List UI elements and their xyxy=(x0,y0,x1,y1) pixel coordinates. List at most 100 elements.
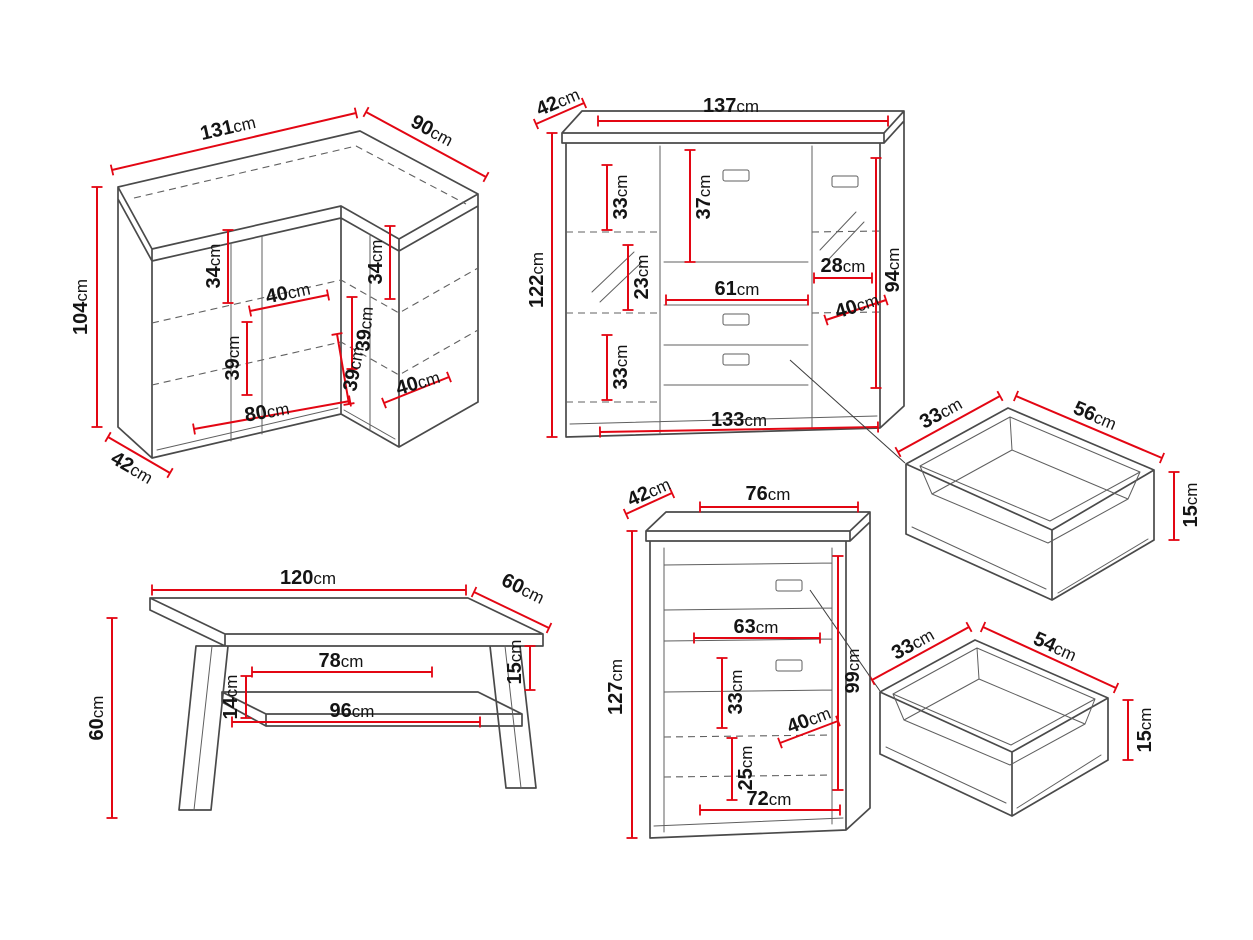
dim-value: 15 xyxy=(504,662,526,684)
dim-value: 33 xyxy=(610,197,632,219)
sideboard-handle-drawer-2 xyxy=(722,353,750,366)
dim-corner-center-width: 40cm xyxy=(264,278,313,309)
dim-line-corner-top-left-width xyxy=(109,107,359,176)
drawer-large-outline xyxy=(905,407,1155,601)
dim-sideboard-width: 137cm xyxy=(703,95,759,117)
dim-sideboard-height: 122cm xyxy=(526,252,548,308)
dim-sideboard-center-top: 37cm xyxy=(693,175,715,220)
dim-value: 80 xyxy=(243,401,269,427)
highboard: 42cm 76cm 127cm 63cm 99cm 33cm 40cm 25cm… xyxy=(605,473,871,839)
dim-table-height: 60cm xyxy=(86,696,108,741)
dim-unit: cm xyxy=(737,280,760,299)
dim-table-depth: 60cm xyxy=(498,569,548,608)
dim-value: 61 xyxy=(715,278,737,300)
dim-line-corner-top-right-width xyxy=(362,106,490,183)
dim-unit: cm xyxy=(884,248,903,271)
dim-value: 78 xyxy=(319,650,341,672)
dim-corner-right-shelf: 34cm xyxy=(365,240,387,285)
dim-sideboard-right-top: 28cm xyxy=(821,255,866,277)
dim-value: 63 xyxy=(734,616,756,638)
dim-unit: cm xyxy=(367,240,386,263)
coffee-table-leg-lines xyxy=(193,645,522,811)
corner-tv-stand-shelf-lines xyxy=(133,145,479,386)
dim-line-drawer-small-width xyxy=(979,621,1120,694)
dim-unit: cm xyxy=(612,175,631,198)
dim-value: 37 xyxy=(693,197,715,219)
dim-highboard-bottom-width: 72cm xyxy=(747,788,792,810)
highboard-handle-drawer-2 xyxy=(775,659,803,672)
highboard-handle-drawer-1 xyxy=(775,579,803,592)
dim-line-drawer-large-depth xyxy=(894,390,1004,458)
dim-unit: cm xyxy=(736,97,759,116)
dim-table-shelf-width: 96cm xyxy=(330,700,375,722)
dim-line-corner-center-width xyxy=(248,289,330,317)
dim-value: 99 xyxy=(842,671,864,693)
dim-line-corner-depth xyxy=(104,431,174,479)
highboard-outline xyxy=(645,511,871,839)
dim-value: 14 xyxy=(220,696,242,719)
sideboard-dimensions: 42cm 137cm 122cm 33cm 37cm 23cm 61cm 28c… xyxy=(526,84,904,438)
dim-value: 122 xyxy=(526,275,548,308)
coffee-table: 120cm 60cm 60cm 15cm 78cm 14cm 96cm xyxy=(86,567,553,819)
leader-sideboard-to-drawer xyxy=(789,359,906,464)
dim-line-drawer-large-width xyxy=(1013,390,1165,464)
dim-unit: cm xyxy=(224,336,243,359)
sideboard-handle-right xyxy=(831,175,859,188)
dim-unit: cm xyxy=(1182,483,1201,506)
dim-highboard-width: 76cm xyxy=(746,483,791,505)
dim-value: 72 xyxy=(747,788,769,810)
dim-highboard-depth: 42cm xyxy=(624,473,674,511)
dim-line-sideboard-inner-depth xyxy=(823,294,889,326)
leader-highboard-to-drawer xyxy=(809,589,881,692)
dim-sideboard-left-mid: 23cm xyxy=(631,255,653,300)
dim-value: 127 xyxy=(605,682,627,715)
dim-unit: cm xyxy=(205,244,224,267)
dim-highboard-gap-b: 25cm xyxy=(735,746,757,791)
dim-unit: cm xyxy=(72,279,91,302)
dim-value: 137 xyxy=(703,95,736,117)
drawer-small-inner-lines xyxy=(885,647,1102,809)
dim-corner-height: 104cm xyxy=(70,279,92,335)
dim-highboard-inner-height: 99cm xyxy=(842,649,864,694)
dim-value: 15 xyxy=(1134,730,1156,752)
dim-unit: cm xyxy=(843,257,866,276)
dim-value: 33 xyxy=(610,367,632,389)
dim-corner-depth: 42cm xyxy=(107,447,157,489)
sideboard-handle-top xyxy=(722,169,750,182)
dim-unit: cm xyxy=(415,367,442,392)
dim-line-sideboard-depth xyxy=(532,97,588,130)
dim-unit: cm xyxy=(1136,708,1155,731)
dim-corner-right-inner-width: 40cm xyxy=(393,366,442,400)
dim-corner-top-left-width: 131cm xyxy=(198,111,258,145)
dim-line-drawer-small-depth xyxy=(868,621,973,686)
dim-line-sideboard-inner-width xyxy=(599,421,879,438)
dim-value: 76 xyxy=(746,483,768,505)
dim-table-width: 120cm xyxy=(280,567,336,589)
dim-highboard-gap-a: 33cm xyxy=(725,670,747,715)
dim-unit: cm xyxy=(341,652,364,671)
dim-unit: cm xyxy=(286,279,312,302)
drawer-small-outline xyxy=(879,639,1109,817)
sideboard-handle-drawer-1 xyxy=(722,313,750,326)
dim-value: 39 xyxy=(222,358,244,380)
dim-drawer-large-height: 15cm xyxy=(1180,483,1202,528)
dim-value: 23 xyxy=(631,277,653,299)
drawer-large: 33cm 56cm 15cm xyxy=(894,390,1202,601)
dim-value: 25 xyxy=(735,768,757,790)
dim-unit: cm xyxy=(854,290,881,315)
dim-unit: cm xyxy=(352,702,375,721)
dim-line-corner-gap-c xyxy=(331,332,355,406)
dim-value: 39 xyxy=(352,328,376,352)
dim-unit: cm xyxy=(265,399,291,422)
dim-corner-top-right-width: 90cm xyxy=(407,111,457,152)
dim-line-highboard-depth xyxy=(622,487,676,520)
dim-unit: cm xyxy=(88,696,107,719)
dim-unit: cm xyxy=(737,746,756,769)
dim-table-inner-span: 78cm xyxy=(319,650,364,672)
dim-value: 40 xyxy=(264,282,290,308)
dim-corner-left-shelf: 34cm xyxy=(203,244,225,289)
dim-sideboard-left-top: 33cm xyxy=(610,175,632,220)
dim-value: 60 xyxy=(86,718,108,740)
